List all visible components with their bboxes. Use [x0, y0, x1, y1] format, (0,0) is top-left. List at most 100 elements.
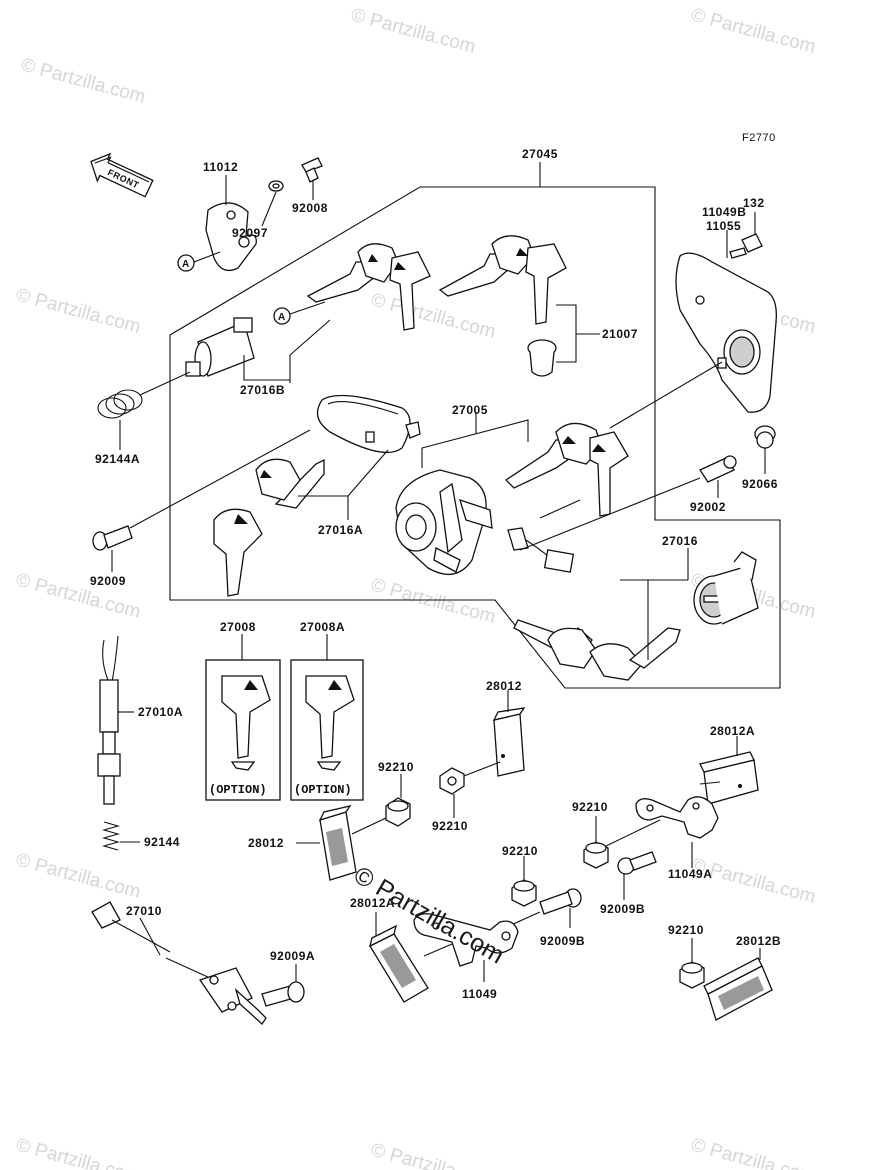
option-label: (OPTION) — [209, 783, 267, 797]
leader-line — [347, 449, 389, 497]
part-label-21007: 21007 — [602, 327, 638, 341]
part-label-27016B: 27016B — [240, 383, 285, 397]
seat-lock-27016A — [316, 394, 421, 454]
key-27005 — [504, 422, 629, 517]
pad-28012A-top — [699, 751, 759, 805]
watermark: © Partzilla.com — [349, 5, 478, 58]
spring-92144A — [97, 389, 143, 419]
part-label-92210-b: 92210 — [432, 819, 468, 833]
screw-92009B-b — [617, 851, 657, 875]
pad-28012-mid — [318, 804, 357, 881]
part-label-27010: 27010 — [126, 904, 162, 918]
bracket-11012 — [205, 202, 257, 272]
part-label-92144: 92144 — [144, 835, 180, 849]
leader-line — [129, 429, 311, 529]
callout-a-label: A — [182, 259, 190, 270]
part-label-92144A: 92144A — [95, 452, 140, 466]
option-key-27008: (OPTION) — [205, 659, 281, 801]
part-label-92002: 92002 — [690, 500, 726, 514]
option-key-27008A: (OPTION) — [290, 659, 364, 801]
spring-92144 — [101, 821, 121, 851]
bolt-92002 — [699, 455, 737, 483]
grommet-92066 — [754, 425, 776, 449]
watermark: © Partzilla.com — [369, 575, 498, 628]
watermark: © Partzilla.com — [689, 1135, 818, 1170]
bracket-11049A — [635, 781, 721, 839]
part-label-92210-c: 92210 — [572, 800, 608, 814]
part-label-11049A: 11049A — [668, 867, 712, 881]
part-label-27016A: 27016A — [318, 523, 363, 537]
leader-line — [193, 251, 221, 263]
part-label-27016: 27016 — [662, 534, 698, 548]
watermark: © Partzilla.com — [689, 855, 818, 908]
leader-line — [139, 917, 161, 956]
part-label-11012: 11012 — [203, 160, 238, 174]
part-label-92009B-b: 92009B — [600, 902, 645, 916]
part-label-92210-d: 92210 — [502, 844, 538, 858]
callout-a-icon — [177, 254, 195, 272]
watermark: © Partzilla.com — [369, 290, 498, 343]
part-label-132: 132 — [743, 196, 765, 210]
bolt-92008 — [301, 157, 323, 183]
key-upper-right — [438, 235, 567, 325]
callout-a-icon — [273, 307, 291, 325]
plate-11055 — [675, 252, 777, 413]
part-label-11049B: 11049B — [702, 205, 746, 219]
pad-28012B — [703, 957, 773, 1021]
watermark: © Partzilla.com — [689, 5, 818, 58]
leader-line — [289, 319, 331, 356]
part-label-27008: 27008 — [220, 620, 256, 634]
watermark: © Partzilla.com — [14, 1135, 143, 1170]
part-label-92066: 92066 — [742, 477, 778, 491]
part-label-11055: 11055 — [706, 219, 741, 233]
screw-92009B-a — [539, 888, 582, 915]
key-27016A — [213, 458, 325, 597]
leader-line — [539, 499, 581, 519]
part-label-92210-a: 92210 — [378, 760, 414, 774]
watermark: © Partzilla.com — [369, 1140, 498, 1170]
leader-line — [556, 304, 577, 363]
part-label-27008A: 27008A — [300, 620, 345, 634]
part-label-92008: 92008 — [292, 201, 328, 215]
option-label: (OPTION) — [294, 783, 352, 797]
washer-hole — [272, 183, 280, 189]
nut-92210-c — [583, 841, 609, 869]
part-label-92009: 92009 — [90, 574, 126, 588]
assembly-outline-27045 — [169, 186, 781, 689]
nut-92210-b — [439, 767, 465, 795]
bracket-11049 — [413, 913, 519, 967]
watermark: © Partzilla.com — [19, 55, 148, 108]
lock-27016 — [693, 551, 759, 625]
switch-27010 — [91, 901, 267, 1025]
key-upper-left — [306, 243, 431, 331]
part-label-92009A: 92009A — [270, 949, 315, 963]
leader-line — [351, 817, 387, 835]
leader-line — [243, 355, 291, 381]
part-label-28012-top: 28012 — [486, 679, 522, 693]
leader-line — [421, 419, 529, 468]
leader-line — [423, 943, 453, 957]
front-arrow-icon: FRONT — [90, 152, 154, 198]
callout-a-label: A — [278, 312, 286, 323]
leader-line — [261, 191, 277, 227]
watermark: © Partzilla.com — [14, 285, 143, 338]
part-label-92210-e: 92210 — [668, 923, 704, 937]
leader-line — [519, 477, 701, 551]
key-27016 — [513, 619, 681, 681]
part-label-27010A: 27010A — [138, 705, 183, 719]
leader-line — [463, 761, 501, 777]
leader-line — [289, 301, 326, 315]
part-label-92097: 92097 — [232, 226, 268, 240]
leader-line — [298, 495, 349, 520]
bolt-132 — [729, 233, 763, 259]
leader-line — [605, 819, 661, 847]
cap-21007 — [527, 339, 557, 377]
part-label-28012B: 28012B — [736, 934, 781, 948]
screw-92009A — [261, 981, 305, 1007]
nut-92210-a — [385, 797, 411, 827]
ignition-switch-27005 — [395, 469, 493, 576]
part-label-27005: 27005 — [452, 403, 488, 417]
part-label-92009B-a: 92009B — [540, 934, 585, 948]
center-watermark: © Partzilla.com — [349, 861, 509, 969]
